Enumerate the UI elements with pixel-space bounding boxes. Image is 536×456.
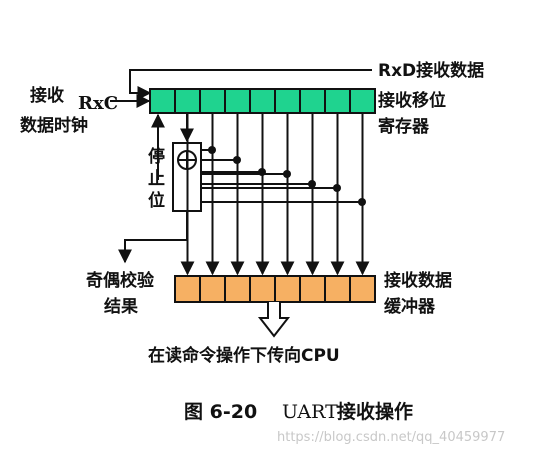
shift-register-cell	[174, 88, 201, 114]
data-lines	[180, 113, 370, 276]
clock-label-rxc: RxC	[78, 93, 118, 114]
buffer-register-cell	[249, 275, 276, 303]
figure-title-cn: 接收操作	[337, 400, 413, 423]
buffer-label-line2: 缓冲器	[384, 296, 436, 317]
buffer-register-cell	[299, 275, 326, 303]
junction-dot	[358, 198, 366, 206]
shift-register-cell	[249, 88, 276, 114]
buffer-register-cell	[324, 275, 351, 303]
shift-register	[149, 88, 376, 114]
stop-bit-label-3: 位	[148, 190, 165, 211]
junction-dot	[233, 156, 241, 164]
cpu-transfer-label: 在读命令操作下传向CPU	[148, 345, 340, 366]
shift-register-label-line2: 寄存器	[378, 116, 430, 137]
buffer-register-cell	[174, 275, 201, 303]
shift-register-cell	[349, 88, 376, 114]
parity-result-label-line1: 奇偶校验	[86, 270, 155, 291]
buffer-register	[174, 275, 376, 303]
buffer-label-line1: 接收数据	[384, 270, 452, 291]
shift-register-label-line1: 接收移位	[378, 90, 446, 111]
junction-dot	[208, 146, 216, 154]
buffer-register-cell	[199, 275, 226, 303]
clock-label-line2: 数据时钟	[20, 115, 88, 136]
rxd-feed-line	[129, 69, 372, 100]
cpu-output-arrow	[257, 302, 291, 338]
buffer-register-cell	[349, 275, 376, 303]
shift-register-cell	[224, 88, 251, 114]
watermark: https://blog.csdn.net/qq_40459977	[277, 430, 505, 445]
junction-dot	[333, 184, 341, 192]
shift-register-cell	[199, 88, 226, 114]
buffer-register-cell	[274, 275, 301, 303]
stop-bit-label-2: 止	[148, 168, 165, 189]
stop-bit-label-1: 停	[148, 146, 165, 167]
rxd-label: RxD接收数据	[378, 60, 484, 81]
figure-number: 图 6-20	[184, 401, 257, 423]
parity-output-line	[118, 211, 188, 264]
buffer-register-cell	[224, 275, 251, 303]
shift-register-cell	[149, 88, 176, 114]
junction-dot	[308, 180, 316, 188]
shift-register-cell	[299, 88, 326, 114]
figure-title-en: UART	[282, 401, 338, 423]
shift-register-cell	[324, 88, 351, 114]
shift-register-cell	[274, 88, 301, 114]
junction-dot	[283, 170, 291, 178]
clock-label-line1: 接收	[30, 85, 64, 106]
parity-result-label-line2: 结果	[104, 296, 138, 317]
